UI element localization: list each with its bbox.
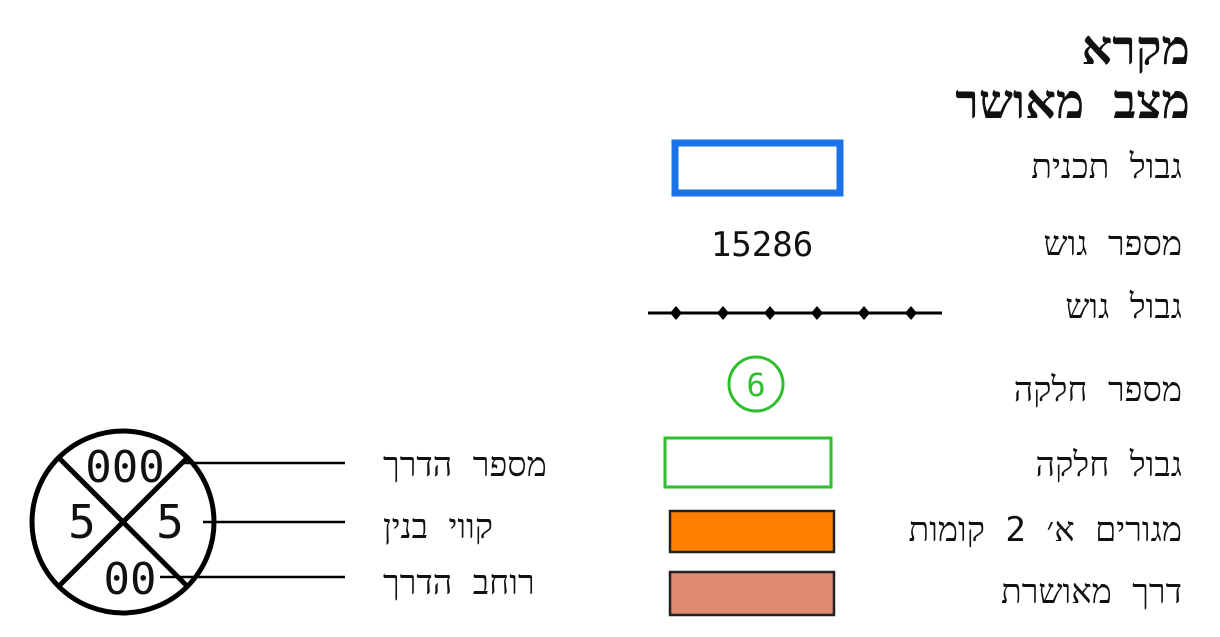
legend-subtitle: מצב מאושר — [955, 74, 1190, 130]
block-number-label: מספר גוש — [1043, 224, 1182, 264]
approved-road-label: דרך מאושרת — [1001, 572, 1182, 612]
road-width-label: רוחב הדרך — [383, 563, 535, 603]
block-number-value: 15286 — [711, 225, 813, 265]
building-lines-label: קווי בנין — [383, 507, 494, 547]
plan-boundary-label: גבול תכנית — [1031, 147, 1182, 187]
plan-boundary-swatch — [671, 139, 844, 197]
legend-title: מקרא — [1081, 20, 1190, 76]
road-number-value: 000 — [85, 442, 164, 493]
road-symbol: 000 5 5 00 — [29, 428, 217, 616]
block-boundary-label: גבול גוש — [1065, 287, 1182, 327]
parcel-number-value: 6 — [746, 366, 765, 404]
parcel-number-label: מספר חלקה — [1013, 370, 1182, 410]
parcel-boundary-swatch — [663, 436, 833, 489]
road-number-label: מספר הדרך — [383, 445, 547, 485]
parcel-number-symbol: 6 — [727, 355, 785, 413]
building-line-right-value: 5 — [156, 495, 184, 549]
residential-a-label: מגורים א׳ 2 קומות — [908, 510, 1182, 550]
road-width-value: 00 — [104, 554, 157, 605]
parcel-boundary-label: גבול חלקה — [1035, 445, 1182, 485]
residential-a-swatch — [668, 509, 836, 554]
building-line-left-value: 5 — [68, 495, 96, 549]
block-boundary-swatch — [648, 306, 942, 320]
approved-road-swatch — [668, 570, 836, 617]
